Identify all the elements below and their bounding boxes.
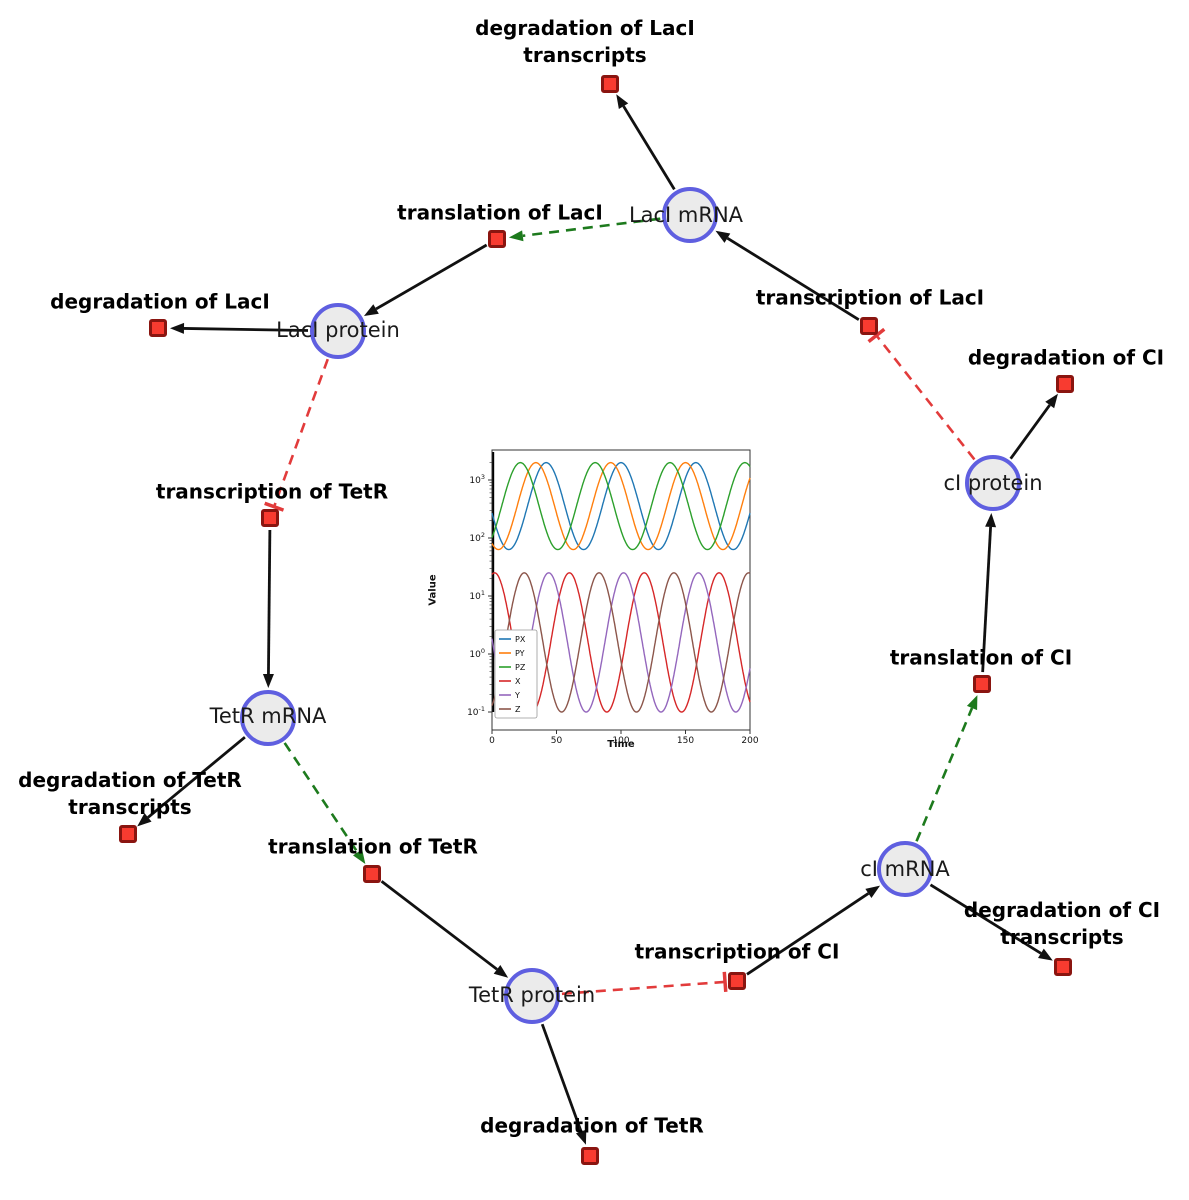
chart-series-Y — [491, 572, 751, 713]
legend-label-Z: Z — [515, 705, 521, 714]
reaction-node-tx_ci — [728, 972, 746, 990]
reaction-label-line: degradation of CI — [963, 898, 1161, 922]
reaction-label-line: degradation of CI — [967, 345, 1165, 370]
edge-ci_mrna-deg_ci_tx-consumption — [929, 883, 1053, 961]
edge-tetr_protein-tx_ci-inhibition — [561, 971, 728, 996]
y-tick-label: 102 — [469, 531, 485, 544]
reaction-label-line: degradation of TetR — [480, 1113, 704, 1138]
reaction-label-line: translation of LacI — [397, 200, 603, 225]
reaction-node-tx_laci — [860, 317, 878, 335]
edge-ci_protein-deg_ci-consumption — [1009, 393, 1058, 460]
chart-series-PX — [491, 461, 751, 551]
edge-laci_protein-deg_laci-consumption — [169, 322, 309, 334]
reaction-label-tl_tetr: translation of TetR — [268, 834, 478, 861]
reaction-node-tl_tetr — [363, 865, 381, 883]
reaction-label-tx_tetr: transcription of TetR — [156, 479, 388, 506]
reaction-label-line: transcripts — [68, 795, 192, 819]
legend-label-X: X — [515, 677, 521, 686]
reaction-label-line: transcripts — [523, 43, 647, 67]
edge-tetr_mrna-deg_tetr_tx-consumption — [137, 736, 246, 827]
species-node-ci_protein — [965, 455, 1021, 511]
edge-tx_tetr-tetr_mrna-production — [262, 529, 274, 689]
reaction-label-line: transcription of TetR — [155, 479, 389, 504]
reaction-label-tl_laci: translation of LacI — [397, 200, 603, 227]
reaction-label-tl_ci: translation of CI — [890, 645, 1072, 672]
reaction-node-deg_ci — [1056, 375, 1074, 393]
y-tick-label: 101 — [469, 589, 485, 602]
edge-tx_ci-ci_mrna-production — [746, 885, 881, 976]
reaction-node-tx_tetr — [261, 509, 279, 527]
species-label-ci_protein: cI protein — [943, 471, 1043, 495]
species-node-tetr_mrna — [240, 690, 296, 746]
species-label-laci_mrna: LacI mRNA — [628, 203, 744, 227]
x-tick-label: 150 — [677, 736, 694, 746]
legend-label-Y: Y — [514, 691, 520, 700]
x-tick-label: 50 — [551, 736, 563, 746]
reaction-label-line: transcripts — [1000, 925, 1124, 949]
edge-ci_mrna-tl_ci-modifier — [915, 695, 978, 842]
reaction-label-line: degradation of TetR — [18, 768, 242, 792]
x-tick-label: 200 — [741, 736, 758, 746]
species-label-tetr_protein: TetR protein — [468, 983, 596, 1007]
species-node-laci_protein — [310, 303, 366, 359]
chart-series-Z — [491, 572, 751, 713]
reaction-label-line: translation of TetR — [268, 834, 478, 859]
chart-series-PZ — [491, 461, 751, 551]
species-label-laci_protein: LacI protein — [276, 318, 400, 342]
edge-tetr_mrna-tl_tetr-modifier — [283, 742, 366, 865]
reaction-node-deg_laci_tx — [601, 75, 619, 93]
reaction-node-tl_ci — [973, 675, 991, 693]
edge-laci_protein-tx_tetr-inhibition — [264, 358, 329, 512]
legend-label-PZ: PZ — [515, 663, 526, 672]
chart-xlabel: Time — [607, 739, 635, 750]
y-tick-label: 10-1 — [467, 705, 485, 718]
x-tick-label: 100 — [612, 736, 629, 746]
edge-tl_laci-laci_protein-production — [363, 243, 488, 316]
chart-series-PY — [491, 461, 751, 551]
edge-laci_mrna-tl_laci-modifier — [508, 217, 661, 242]
y-tick-label: 100 — [469, 647, 485, 660]
reaction-label-line: degradation of LacI — [50, 289, 270, 314]
chart-legend: PX PY PZ XYZ — [494, 629, 538, 719]
legend-label-PY: PY — [515, 649, 525, 658]
edge-ci_protein-tx_laci-inhibition — [867, 327, 976, 461]
edge-tetr_protein-deg_tetr-consumption — [540, 1023, 587, 1145]
reaction-label-tx_ci: transcription of CI — [635, 939, 840, 966]
reaction-label-line: translation of CI — [889, 645, 1073, 670]
legend-box — [494, 629, 538, 719]
reaction-node-tl_laci — [488, 230, 506, 248]
reaction-label-line: transcription of CI — [634, 939, 840, 964]
species-label-ci_mrna: cI mRNA — [860, 857, 950, 881]
species-node-tetr_protein — [504, 968, 560, 1024]
reaction-label-tx_laci: transcription of LacI — [756, 285, 984, 312]
edge-tl_ci-ci_protein-production — [981, 512, 997, 673]
species-label-tetr_mrna: TetR mRNA — [209, 704, 327, 728]
reaction-label-deg_tetr: degradation of TetR — [480, 1113, 704, 1140]
reaction-node-deg_ci_tx — [1054, 958, 1072, 976]
reaction-label-deg_laci: degradation of LacI — [50, 289, 270, 316]
chart-plot: 10-1 100 101 102 103 0 50 100 150 200 PX PY PZ XYZ — [467, 449, 759, 746]
y-tick-label: 103 — [469, 473, 485, 486]
reaction-label-deg_tetr_tx: degradation of TetR transcripts — [18, 767, 242, 821]
species-node-laci_mrna — [662, 187, 718, 243]
reaction-label-deg_laci_tx: degradation of LacI transcripts — [475, 15, 695, 69]
edge-tx_laci-laci_mrna-production — [715, 230, 860, 321]
reaction-node-deg_tetr — [581, 1147, 599, 1165]
species-node-ci_mrna — [877, 841, 933, 897]
reaction-node-deg_tetr_tx — [119, 825, 137, 843]
reaction-label-line: transcription of LacI — [755, 285, 985, 310]
edge-tl_tetr-tetr_protein-production — [380, 880, 509, 978]
edge-laci_mrna-deg_laci_tx-consumption — [616, 94, 676, 191]
legend-label-PX: PX — [515, 635, 526, 644]
reaction-label-line: degradation of LacI — [475, 16, 695, 40]
reaction-label-deg_ci_tx: degradation of CI transcripts — [964, 897, 1160, 951]
x-tick-label: 0 — [489, 736, 495, 746]
reaction-node-deg_laci — [149, 319, 167, 337]
chart-ylabel: Value — [427, 574, 439, 606]
reaction-label-deg_ci: degradation of CI — [968, 345, 1164, 372]
